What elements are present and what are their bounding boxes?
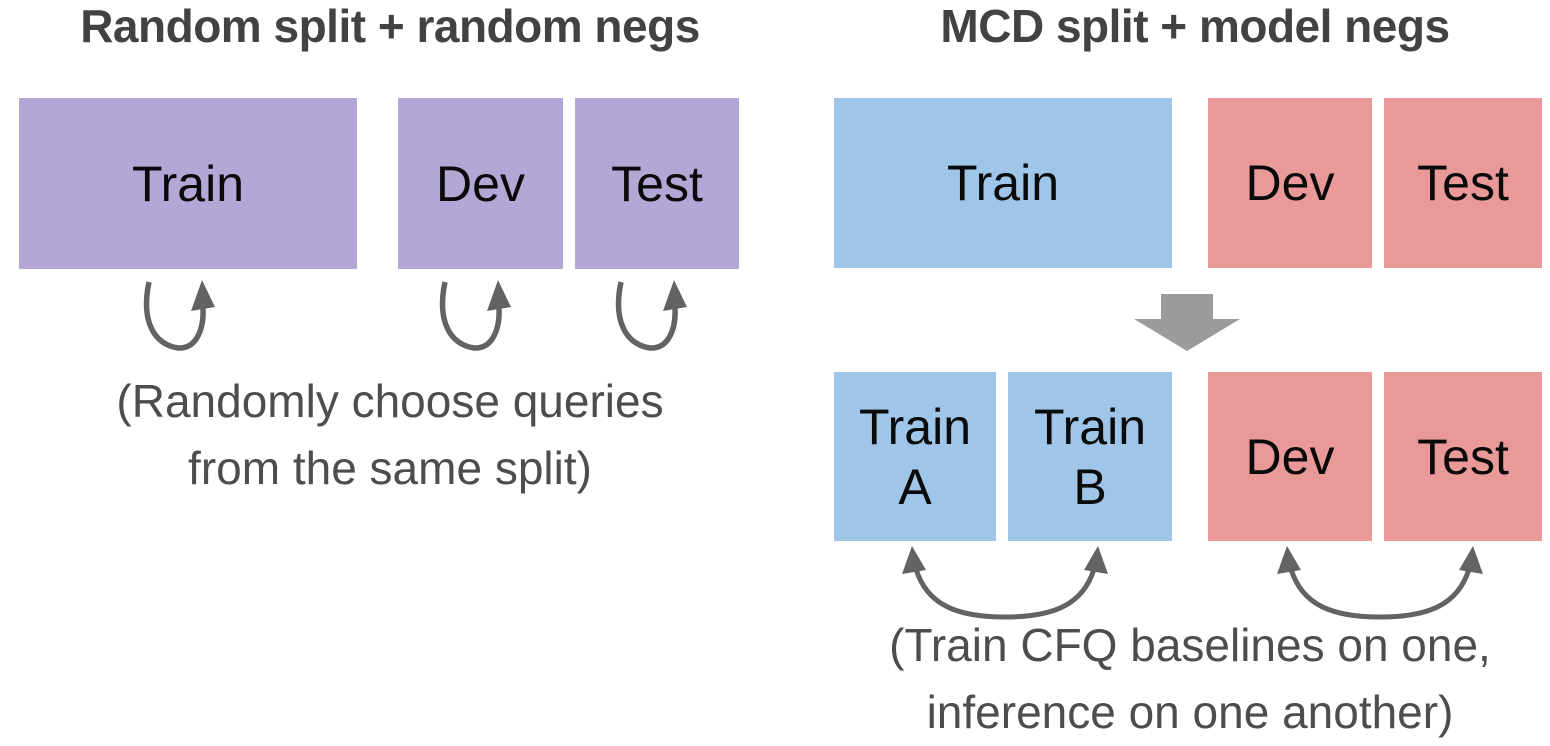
mcd-dev-box: Dev	[1208, 98, 1372, 268]
train-a-label-line1: Train	[858, 398, 972, 455]
random-train-box: Train	[19, 98, 357, 269]
swap-arrow-icon	[1277, 546, 1483, 620]
random-dev-label: Dev	[436, 155, 525, 212]
mcd-dev2-box: Dev	[1208, 372, 1372, 541]
right-panel-caption: (Train CFQ baselines on one, inference o…	[810, 612, 1550, 746]
mcd-dev2-label: Dev	[1245, 428, 1335, 485]
swap-arrow-icon	[902, 546, 1108, 620]
random-train-label: Train	[131, 155, 245, 212]
mcd-test-box: Test	[1384, 98, 1542, 268]
self-loop-arrow-icon	[439, 280, 511, 351]
random-dev-box: Dev	[398, 98, 563, 269]
right-caption-line1: (Train CFQ baselines on one,	[889, 619, 1491, 671]
mcd-train-box: Train	[834, 98, 1172, 268]
mcd-test2-label: Test	[1417, 428, 1509, 485]
mcd-test-label: Test	[1417, 155, 1509, 211]
train-b-box: Train B	[1008, 372, 1172, 541]
left-caption-line2: from the same split)	[188, 442, 592, 494]
down-arrow-icon	[1134, 294, 1240, 351]
mcd-test2-box: Test	[1384, 372, 1542, 541]
self-loop-arrow-icon	[615, 280, 687, 351]
left-caption-line1: (Randomly choose queries	[116, 375, 664, 427]
train-b-label-line1: Train	[1033, 398, 1147, 455]
train-a-box: Train A	[834, 372, 996, 541]
mcd-train-label: Train	[946, 155, 1060, 211]
left-panel-caption: (Randomly choose queries from the same s…	[0, 368, 780, 502]
train-a-label-line2: A	[898, 458, 932, 515]
random-test-label: Test	[611, 155, 703, 212]
right-panel-title: MCD split + model negs	[940, 0, 1450, 52]
mcd-dev-label: Dev	[1245, 155, 1335, 211]
train-b-label-line2: B	[1073, 458, 1107, 515]
left-panel-title: Random split + random negs	[80, 0, 700, 52]
random-test-box: Test	[575, 98, 739, 269]
right-caption-line2: inference on one another)	[926, 686, 1454, 738]
self-loop-arrow-icon	[143, 280, 215, 351]
